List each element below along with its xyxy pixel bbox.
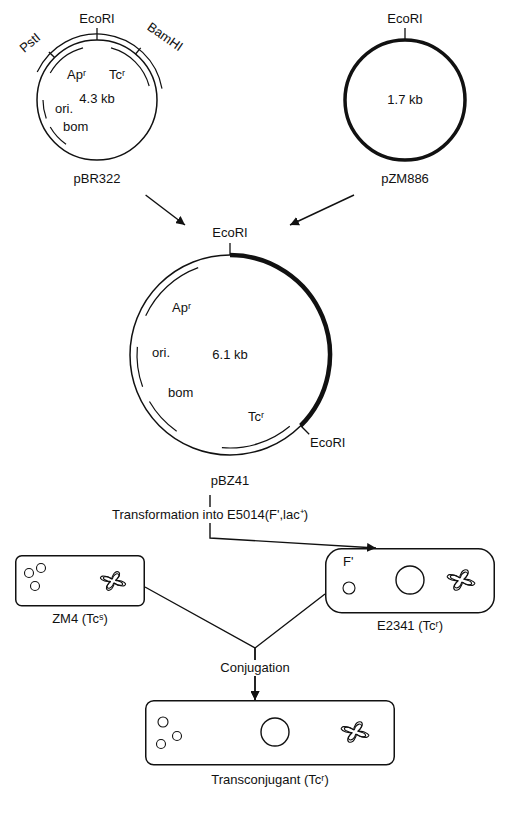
gene-arc: [222, 426, 290, 448]
site-tick: [49, 52, 55, 58]
plasmid-label: 4.3 kb: [79, 91, 114, 107]
plasmid-label: Apʳ: [172, 300, 191, 316]
arrow-connector: [290, 195, 354, 225]
site-tick: [404, 28, 405, 40]
plasmid-label: EcoRI: [387, 11, 422, 27]
gene-arc: [37, 34, 162, 89]
strain-label: ZM4 (Tcˢ): [52, 611, 108, 627]
site-tick: [301, 426, 309, 434]
arrow-connector: [255, 594, 325, 700]
bacterial-cell: Transconjugant (Tcʳ): [145, 700, 395, 800]
strain-label: F': [343, 554, 353, 570]
plasmid-label: Tcʳ: [109, 67, 125, 83]
small-plasmid: [173, 732, 182, 741]
small-plasmid: [31, 582, 40, 591]
plasmid-label: 1.7 kb: [387, 92, 422, 108]
plasmid-label: pBR322: [74, 171, 121, 187]
plasmid-label: ori.: [152, 345, 170, 361]
gene-arc: [149, 402, 176, 432]
chromosome-scribble: [341, 722, 369, 742]
chromosome-scribble: [447, 570, 475, 590]
plasmid-circle: [345, 40, 465, 160]
plasmid-label: pZM886: [381, 171, 429, 187]
cell-outline: [16, 556, 145, 606]
chromosome-scribble: [450, 572, 471, 588]
plasmid-circle: [37, 40, 157, 160]
site-tick: [136, 48, 141, 54]
arrow-connector: [146, 195, 185, 225]
plasmid-label: ori.: [55, 101, 73, 117]
strain-label: E2341 (Tcʳ): [377, 618, 443, 634]
plasmid-label: pBZ41: [211, 473, 249, 489]
small-plasmid: [25, 569, 34, 578]
plasmid-map: EcoRI 1.7 kb pZM886: [320, 5, 490, 195]
strain-label: Transconjugant (Tcʳ): [211, 772, 329, 788]
small-plasmid: [158, 717, 168, 727]
gene-arc: [146, 268, 198, 316]
plasmid-label: bom: [63, 119, 88, 135]
chromosome-scribble: [344, 724, 365, 740]
plasmid-label: Tcʳ: [248, 409, 264, 425]
plasmid-label: Apʳ: [67, 67, 86, 83]
plasmid-label: BamHI: [144, 19, 186, 55]
bacterial-cell: F' E2341 (Tcʳ): [325, 548, 495, 640]
small-plasmid: [343, 582, 355, 594]
process-label: Conjugation: [217, 660, 292, 676]
small-plasmid: [157, 740, 166, 749]
site-tick: [229, 243, 230, 255]
connector-label: Transformation into E5014(F',lac⁺): [109, 507, 311, 523]
plasmid-label: PstI: [16, 30, 43, 57]
bacterial-cell: ZM4 (Tcˢ): [15, 555, 145, 635]
plasmid-label: bom: [168, 385, 193, 401]
small-plasmid: [37, 564, 46, 573]
plasmid-label: EcoRI: [212, 225, 247, 241]
cell-outline: [146, 701, 395, 765]
chromosome-scribble: [103, 574, 122, 588]
plasmid-map: EcoRIApʳori.bom6.1 kbTcʳEcoRIpBZ41: [110, 225, 360, 495]
site-tick: [96, 28, 97, 40]
plasmid-label: EcoRI: [79, 11, 114, 27]
plasmid-circle: [396, 566, 424, 594]
cell-outline: [326, 549, 495, 613]
insert-arc: [230, 255, 330, 426]
plasmid-label: 6.1 kb: [212, 347, 247, 363]
arrow-connector: [145, 587, 255, 700]
plasmid-map: EcoRI PstI BamHI Apʳ Tcʳ 4.3 kb ori. bom pBR322: [5, 5, 190, 195]
chromosome-scribble: [100, 572, 125, 590]
gene-arc: [43, 100, 46, 118]
plasmid-label: EcoRI: [310, 435, 345, 451]
plasmid-circle: [261, 718, 289, 746]
gene-arc: [137, 347, 143, 387]
plasmid-circle: [130, 255, 330, 455]
